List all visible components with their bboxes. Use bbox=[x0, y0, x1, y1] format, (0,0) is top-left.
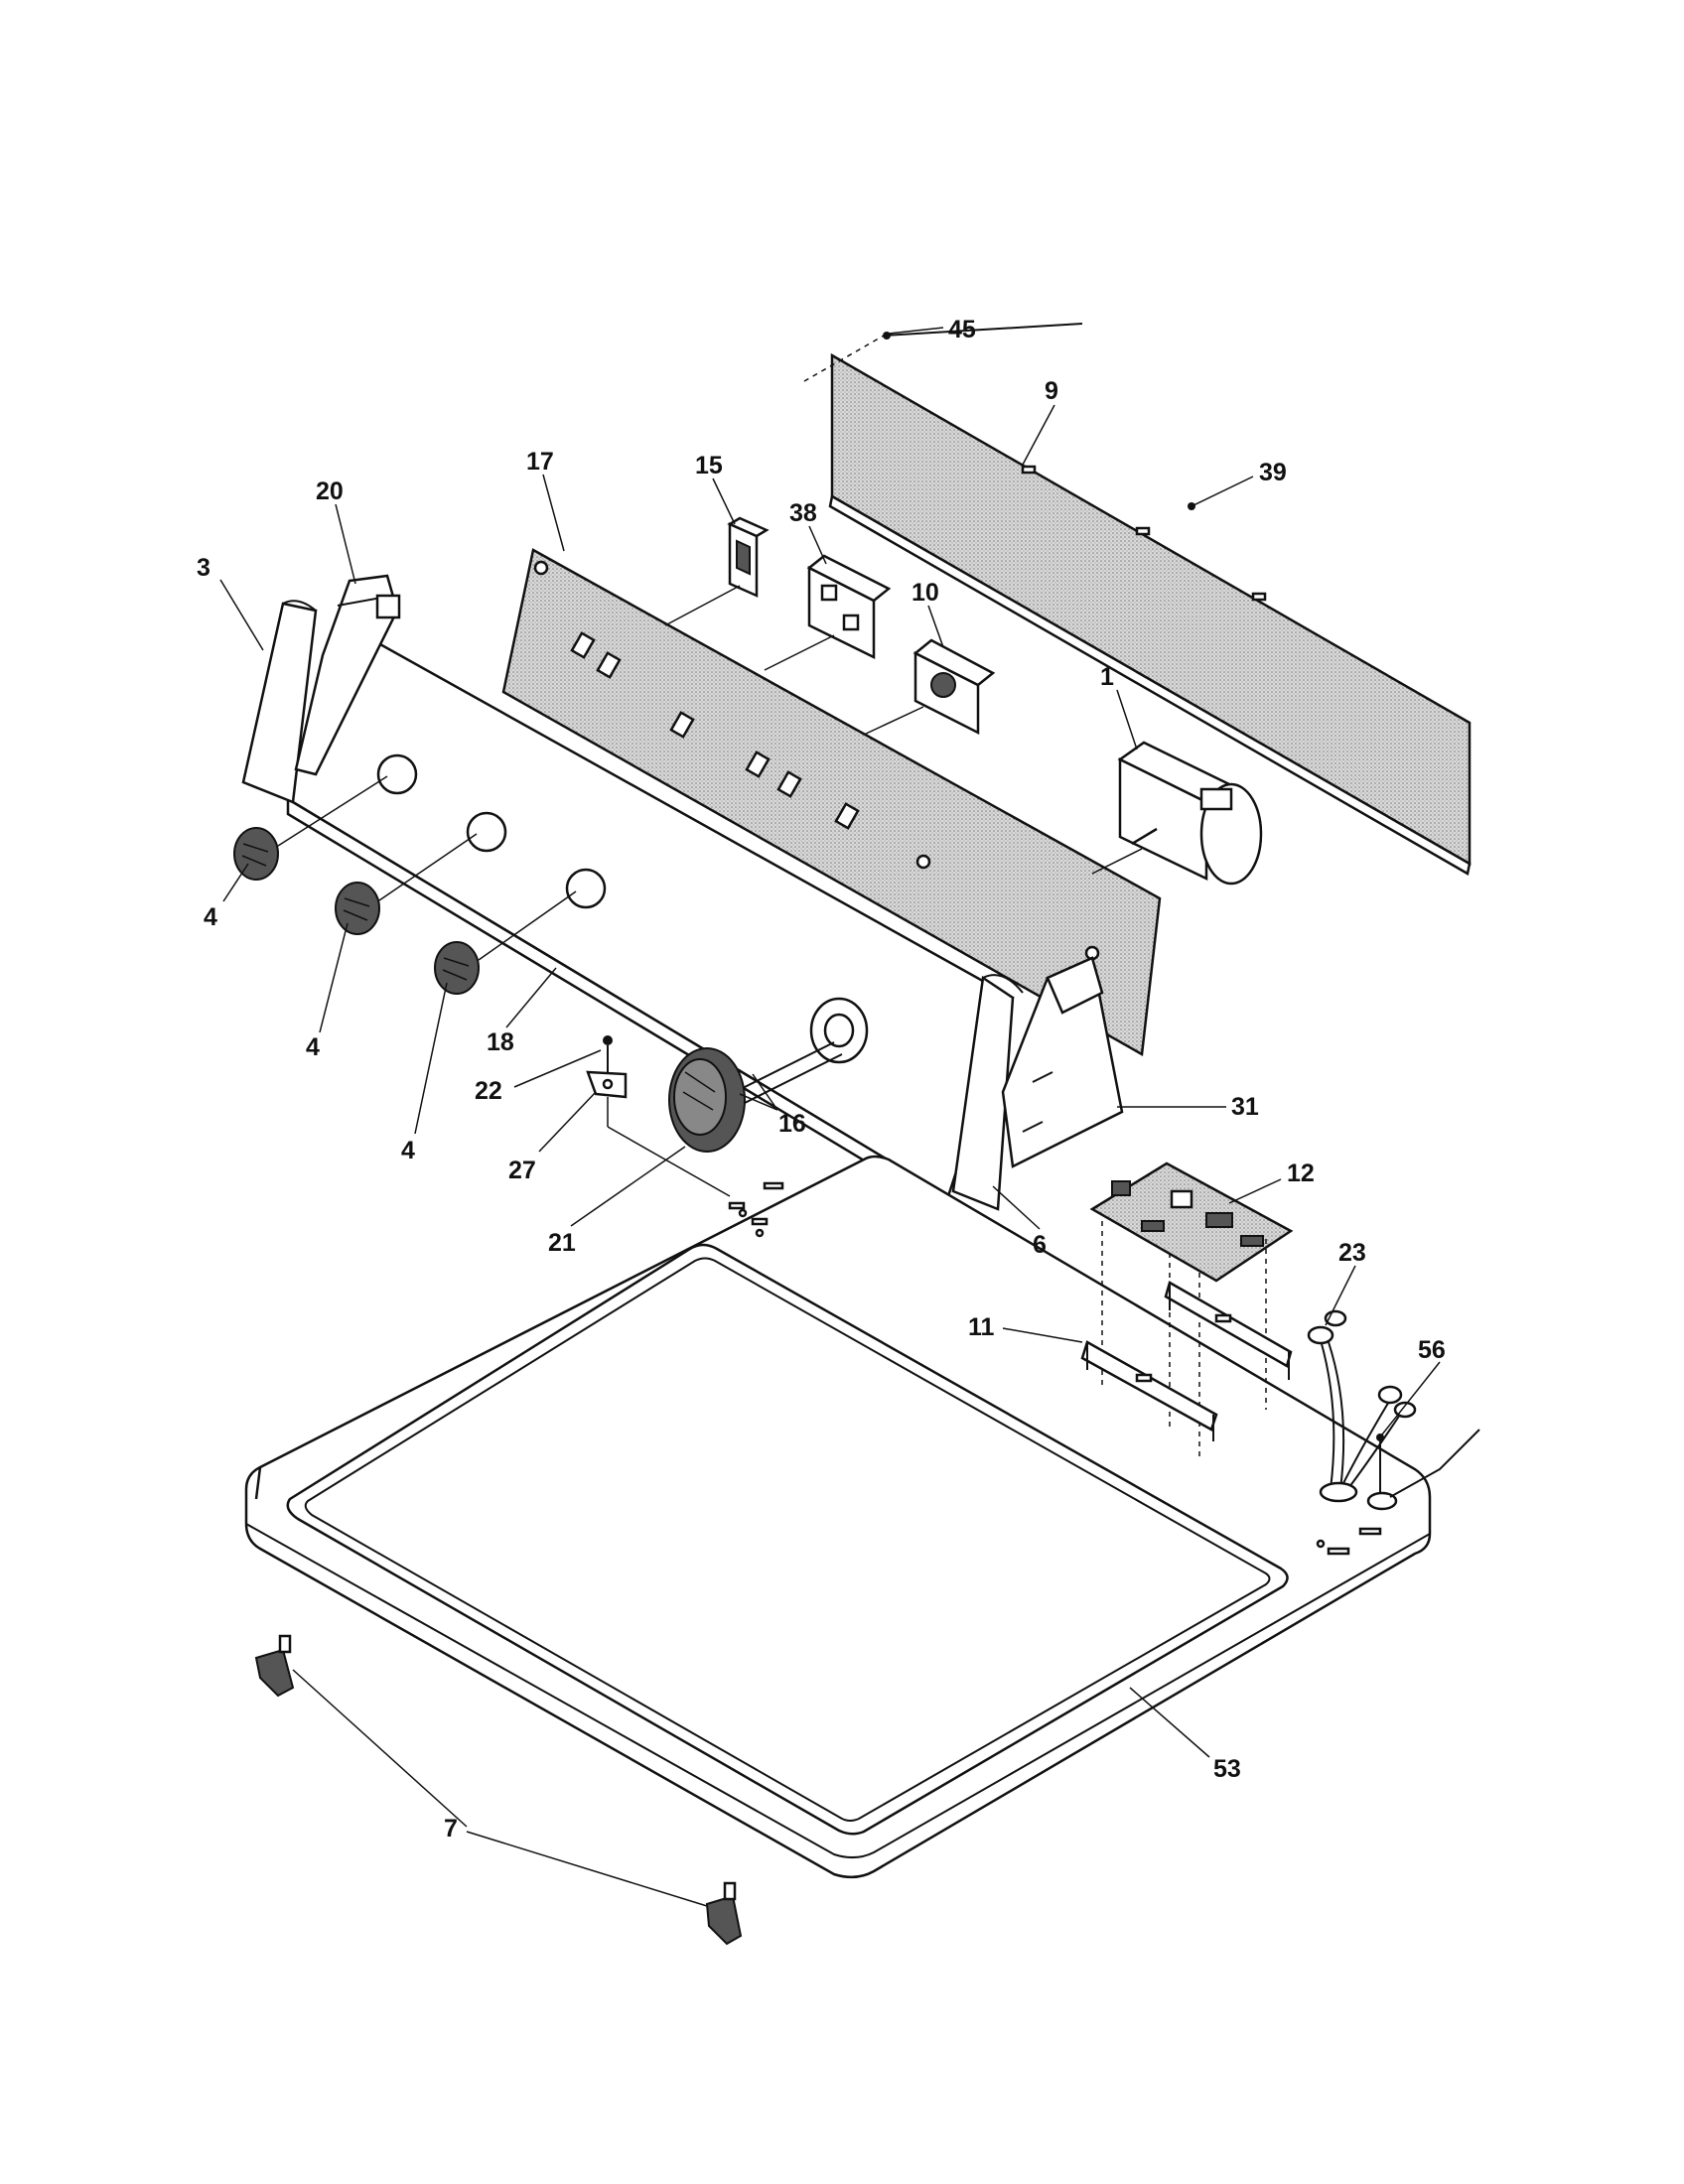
wire-harness-part-23 bbox=[1307, 1309, 1417, 1503]
foot-part-7-right bbox=[705, 1881, 743, 1946]
knob-part-4-b bbox=[335, 833, 478, 935]
callout-4-b: 4 bbox=[306, 1033, 320, 1061]
callout-4-a: 4 bbox=[204, 903, 217, 931]
callout-16: 16 bbox=[778, 1110, 806, 1138]
callout-6: 6 bbox=[1033, 1231, 1047, 1259]
callout-15: 15 bbox=[695, 452, 723, 479]
callout-18: 18 bbox=[487, 1028, 514, 1056]
ground-screw-part-56 bbox=[1366, 1429, 1480, 1511]
callout-53: 53 bbox=[1213, 1755, 1241, 1783]
callout-17: 17 bbox=[526, 448, 554, 476]
callout-22: 22 bbox=[475, 1077, 502, 1105]
callout-45: 45 bbox=[948, 316, 976, 343]
bracket-part-11-upper bbox=[1164, 1281, 1293, 1380]
leader-lines bbox=[219, 327, 1441, 1907]
callout-21: 21 bbox=[548, 1229, 576, 1257]
callout-4-c: 4 bbox=[401, 1137, 415, 1164]
callout-27: 27 bbox=[508, 1157, 536, 1184]
callout-12: 12 bbox=[1287, 1160, 1315, 1187]
timer-knob-part-21 bbox=[668, 1047, 746, 1153]
callout-9: 9 bbox=[1045, 377, 1058, 405]
callout-20: 20 bbox=[316, 478, 344, 505]
screw-part-22 bbox=[603, 1035, 613, 1072]
callout-1: 1 bbox=[1100, 663, 1114, 691]
switch-part-10 bbox=[863, 638, 996, 736]
callout-10: 10 bbox=[912, 579, 939, 607]
timer-part-1 bbox=[1091, 741, 1263, 886]
foot-part-7-left bbox=[254, 1634, 295, 1698]
end-cap-part-6 bbox=[951, 974, 1024, 1211]
callout-23: 23 bbox=[1338, 1239, 1366, 1267]
switch-part-15 bbox=[664, 516, 770, 626]
callout-7: 7 bbox=[444, 1815, 458, 1843]
bracket-part-31 bbox=[1001, 956, 1124, 1168]
rear-panel-part-9 bbox=[803, 323, 1472, 876]
callout-labels: 45 9 39 17 15 38 10 20 3 1 4 4 4 18 22 2… bbox=[197, 316, 1446, 1843]
callout-38: 38 bbox=[789, 499, 817, 527]
callout-31: 31 bbox=[1231, 1093, 1259, 1121]
bracket-part-11-lower bbox=[1080, 1340, 1218, 1441]
end-cap-part-3 bbox=[241, 600, 318, 804]
control-backing-part-17 bbox=[501, 548, 1162, 1057]
callout-11: 11 bbox=[968, 1313, 995, 1341]
bracket-part-20 bbox=[294, 574, 401, 776]
callout-39: 39 bbox=[1259, 459, 1287, 486]
clip-part-27 bbox=[586, 1070, 731, 1197]
control-board-part-12 bbox=[1089, 1161, 1294, 1459]
knob-part-4-c bbox=[434, 890, 577, 995]
knob-part-4-a bbox=[233, 775, 388, 881]
top-panel-part-53 bbox=[244, 1155, 1432, 1879]
callout-56: 56 bbox=[1418, 1336, 1446, 1364]
switch-part-38 bbox=[764, 554, 892, 671]
callout-3: 3 bbox=[197, 554, 210, 582]
